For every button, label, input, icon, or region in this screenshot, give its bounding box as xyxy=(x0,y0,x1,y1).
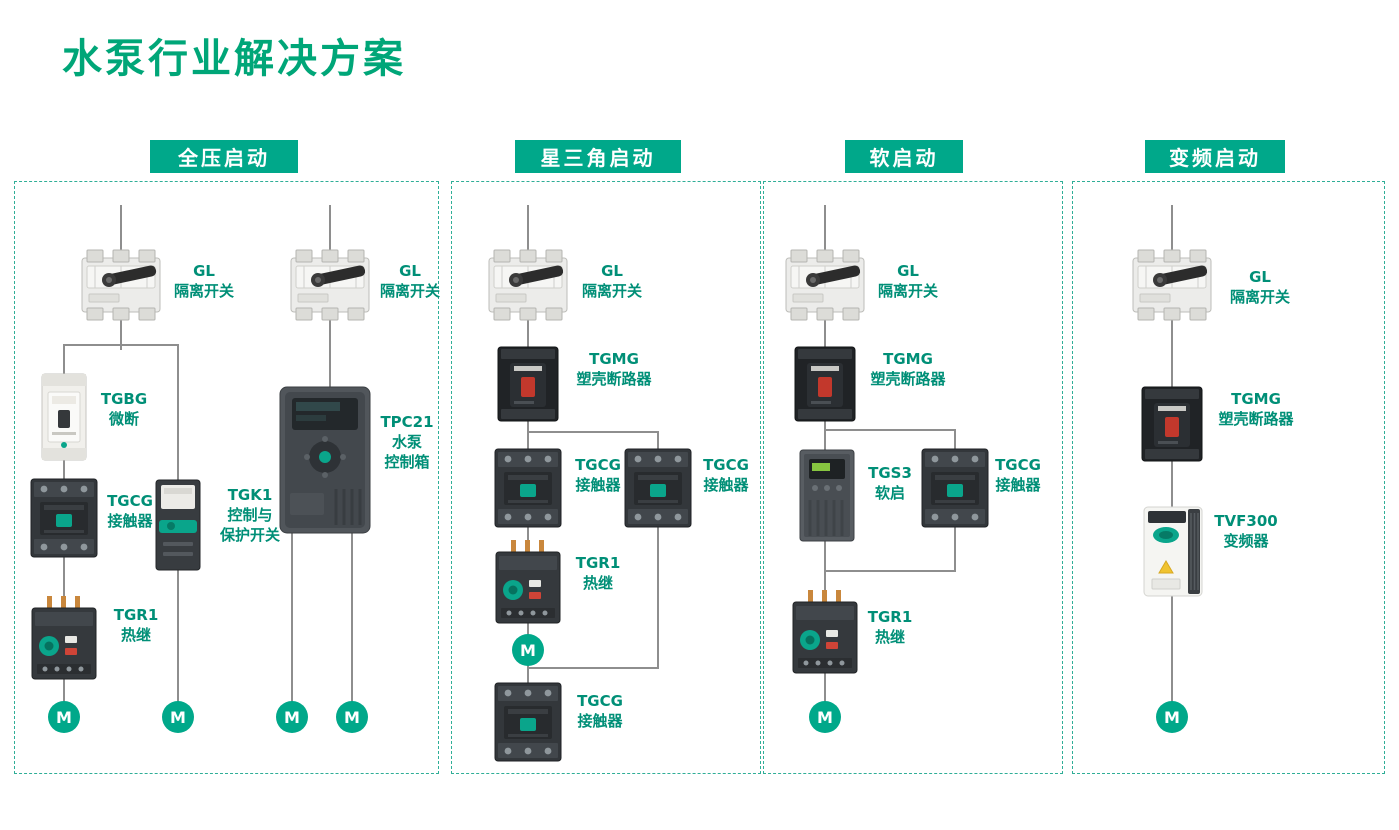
header-full-voltage-start: 全压启动 xyxy=(150,140,298,173)
device-label-tgr1: TGR1 热继 xyxy=(113,606,159,644)
device-label-tvf300: TVF300 变频器 xyxy=(1214,512,1278,550)
wire xyxy=(527,431,529,636)
tpc21-pump-control-box xyxy=(278,385,372,535)
device-label-tgcg: TGCG 接触器 xyxy=(703,456,749,494)
header-star-delta-start: 星三角启动 xyxy=(515,140,681,173)
tvf300-frequency-inverter xyxy=(1142,505,1204,598)
device-label-tgcg: TGCG 接触器 xyxy=(575,456,621,494)
device-label-tgcg: TGCG 接触器 xyxy=(577,692,623,730)
tgr1-thermal-relay xyxy=(495,540,561,624)
tgmg-molded-case-breaker xyxy=(1140,385,1204,463)
gl-isolation-switch xyxy=(488,248,568,322)
page-title: 水泵行业解决方案 xyxy=(62,36,406,82)
device-label-tgbg: TGBG 微断 xyxy=(100,390,148,428)
device-label-tgk1: TGK1 控制与 保护开关 xyxy=(219,486,280,544)
motor-m: M xyxy=(162,701,194,733)
header-vfd-start: 变频启动 xyxy=(1145,140,1285,173)
device-label-tgcg: TGCG 接触器 xyxy=(995,456,1041,494)
wire xyxy=(351,530,353,703)
motor-m: M xyxy=(336,701,368,733)
header-soft-start: 软启动 xyxy=(845,140,963,173)
wire xyxy=(527,662,529,686)
tgmg-molded-case-breaker xyxy=(793,345,857,423)
tgs3-soft-starter xyxy=(798,448,856,543)
wire xyxy=(824,429,956,431)
device-label-tpc21: TPC21 水泵 控制箱 xyxy=(380,413,434,471)
tgr1-thermal-relay xyxy=(792,590,858,674)
device-label-tgmg: TGMG 塑壳断路器 xyxy=(576,350,652,388)
panel-vfd-start xyxy=(1072,181,1385,774)
device-label-tgs3: TGS3 软启 xyxy=(868,464,912,502)
device-label-tgmg: TGMG 塑壳断路器 xyxy=(870,350,946,388)
device-label-gl: GL 隔离开关 xyxy=(1229,268,1290,306)
tgmg-molded-case-breaker xyxy=(496,345,560,423)
device-label-gl: GL 隔离开关 xyxy=(173,262,234,300)
gl-isolation-switch xyxy=(290,248,370,322)
device-label-tgcg: TGCG 接触器 xyxy=(107,492,153,530)
motor-m: M xyxy=(512,634,544,666)
tgbg-mini-breaker xyxy=(37,372,91,462)
tgcg-contactor xyxy=(494,448,562,528)
tgr1-thermal-relay xyxy=(31,596,97,680)
tgcg-contactor xyxy=(494,682,562,762)
wire xyxy=(527,667,659,669)
motor-m: M xyxy=(1156,701,1188,733)
device-label-tgr1: TGR1 热继 xyxy=(575,554,621,592)
device-label-tgr1: TGR1 热继 xyxy=(867,608,913,646)
gl-isolation-switch xyxy=(785,248,865,322)
wire xyxy=(63,344,179,346)
tgcg-contactor xyxy=(921,448,989,528)
motor-m: M xyxy=(809,701,841,733)
gl-isolation-switch xyxy=(81,248,161,322)
device-label-gl: GL 隔离开关 xyxy=(379,262,440,300)
device-label-tgmg: TGMG 塑壳断路器 xyxy=(1218,390,1294,428)
tgcg-contactor xyxy=(30,478,98,558)
motor-m: M xyxy=(276,701,308,733)
wire xyxy=(657,431,659,669)
tgcg-contactor xyxy=(624,448,692,528)
gl-isolation-switch xyxy=(1132,248,1212,322)
motor-m: M xyxy=(48,701,80,733)
wire xyxy=(527,431,659,433)
wire xyxy=(291,530,293,703)
device-label-gl: GL 隔离开关 xyxy=(877,262,938,300)
device-label-gl: GL 隔离开关 xyxy=(581,262,642,300)
wire xyxy=(824,570,956,572)
